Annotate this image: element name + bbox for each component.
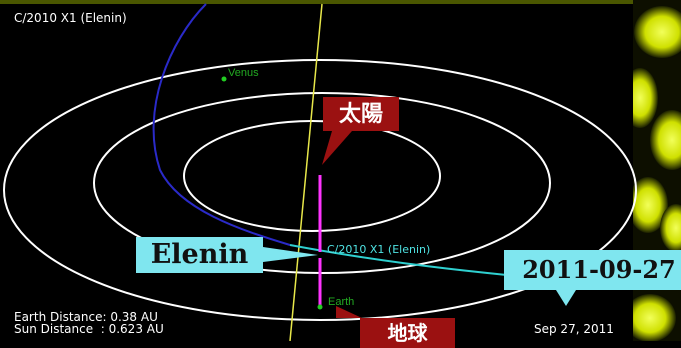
- date-callout-pointer: [556, 290, 576, 306]
- earth-dot: [317, 304, 323, 310]
- reference-axis: [289, 3, 323, 341]
- frame-title: C/2010 X1 (Elenin): [14, 11, 127, 25]
- mars-orbit: [3, 59, 637, 321]
- earth-label: Earth: [328, 296, 355, 308]
- earth-orbit: [93, 92, 551, 274]
- venus-dot: [221, 76, 227, 82]
- sun-callout: 太陽: [323, 97, 399, 131]
- date-readout: Sep 27, 2011: [534, 322, 614, 336]
- elenin-callout-pointer: [263, 247, 318, 262]
- earth-distance-readout: Earth Distance: 0.38 AU: [14, 310, 158, 324]
- comet-label: C/2010 X1 (Elenin): [327, 243, 431, 256]
- elenin-callout: Elenin: [136, 237, 263, 273]
- sun-callout-pointer: [322, 131, 352, 165]
- date-callout: 2011-09-27: [504, 250, 681, 290]
- comet-incoming-path: [152, 3, 291, 246]
- earth-callout-pointer: [336, 306, 362, 318]
- sun-distance-readout: Sun Distance : 0.623 AU: [14, 322, 164, 336]
- earth-callout: 地球: [360, 318, 455, 348]
- venus-label: Venus: [228, 67, 259, 79]
- venus-orbit: [183, 120, 441, 232]
